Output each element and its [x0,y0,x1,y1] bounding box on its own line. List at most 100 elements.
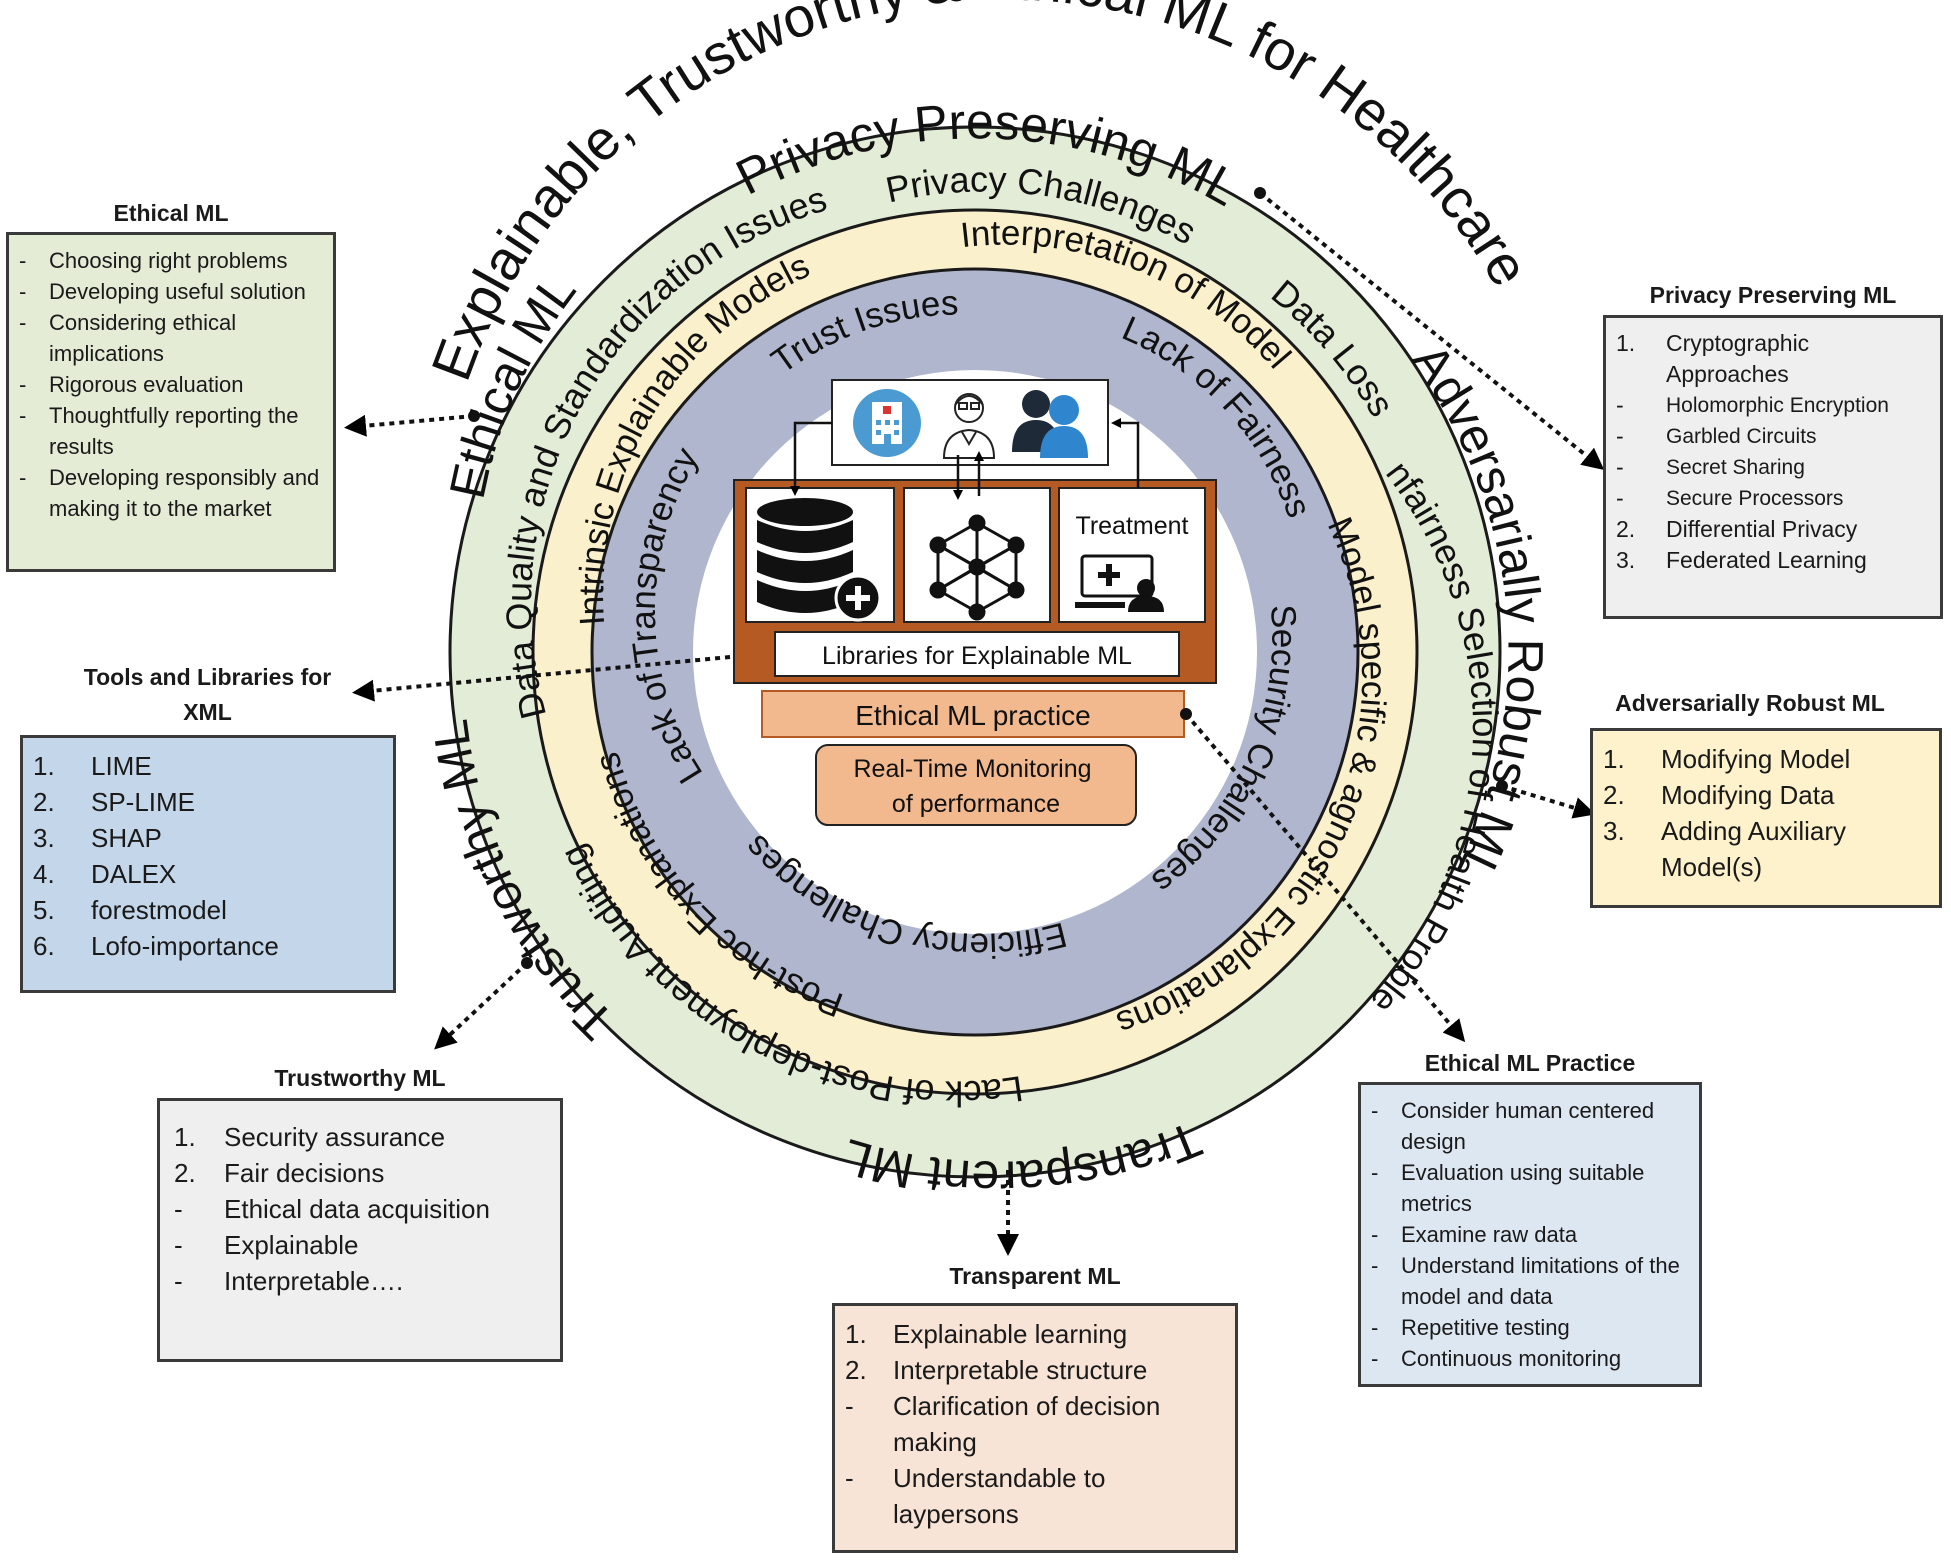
list-marker: 6. [33,931,55,961]
trustworthy-box-title: Trustworthy ML [274,1065,446,1091]
list-marker: - [19,465,27,490]
tools-title-line2: XML [183,699,232,725]
list-marker: - [19,372,27,397]
list-item-text: Secure Processors [1666,487,1844,510]
privacy-list: 1. Cryptographic Approaches-Holomorphic E… [1616,328,1930,576]
list-marker: 1. [845,1319,867,1349]
arrow-privacy [1258,191,1605,471]
list-marker: 2. [845,1355,867,1385]
list-marker: - [19,279,27,304]
list-item: 1.LIME [33,748,383,784]
list-item-text: Considering ethical implications [49,310,237,366]
list-item: 3.SHAP [33,820,383,856]
monitoring-label-line2: of performance [892,790,1060,818]
neural-network-icon [929,514,1025,621]
list-marker: - [19,310,27,335]
list-item: -Evaluation using suitable metrics [1371,1157,1689,1219]
list-marker: - [19,403,27,428]
list-marker: 2. [1616,516,1636,542]
list-marker: - [845,1391,854,1421]
list-item-text: Repetitive testing [1401,1315,1570,1340]
hospital-icon [853,389,921,457]
arrow-practice [1184,712,1466,1043]
list-marker: - [174,1194,183,1224]
list-item-text: Understand limitations of the model and … [1401,1253,1680,1309]
list-item: 5.forestmodel [33,892,383,928]
list-item-text: Continuous monitoring [1401,1346,1622,1371]
list-item: -Secret Sharing [1616,452,1930,483]
list-marker: 2. [174,1158,196,1188]
list-marker: 4. [33,859,55,889]
list-item-text: Cryptographic Approaches [1666,330,1810,387]
list-marker: 5. [33,895,55,925]
list-item-text: Interpretable structure [893,1355,1148,1385]
list-item-text: Interpretable…. [224,1266,404,1296]
practice-box-title: Ethical ML Practice [1424,1050,1636,1076]
central-panel: Treatment Libraries for Explainable ML E… [733,379,1217,826]
list-item: - Explainable [174,1227,546,1263]
list-item: -Consider human centered design [1371,1095,1689,1157]
list-item-text: Security assurance [224,1122,446,1152]
list-marker: - [1616,485,1624,511]
list-marker: 1. [174,1122,196,1152]
list-item: 2. Differential Privacy [1616,514,1930,545]
list-item-text: Differential Privacy [1666,516,1858,542]
list-item: -Considering ethical implications [19,307,323,369]
monitoring-label-line1: Real-Time Monitoring [854,755,1092,783]
list-item: 3.Federated Learning [1616,545,1930,576]
list-item: 2. Interpretable structure [845,1352,1225,1388]
list-item-text: LIME [91,751,152,781]
list-item: -Developing responsibly and making it to… [19,462,323,524]
list-item-text: Explainable [224,1230,359,1260]
list-marker: - [1371,1346,1379,1371]
list-marker: - [1371,1160,1379,1185]
list-marker: - [1616,423,1624,449]
list-item-text: Lofo-importance [91,931,279,961]
libraries-label: Libraries for Explainable ML [822,642,1132,670]
list-marker: - [1371,1222,1379,1247]
list-item: 1. Security assurance [174,1119,546,1155]
list-item: 1.Modifying Model [1603,741,1929,777]
list-item: -Understandable to laypersons [845,1460,1225,1532]
list-item-text: Federated Learning [1666,547,1867,573]
list-item: -Understand limitations of the model and… [1371,1250,1689,1312]
adversarial-box-title: Adversarially Robust ML [1615,690,1885,716]
list-item: - Garbled Circuits [1616,421,1930,452]
list-marker: 1. [1616,330,1636,356]
list-item-text: Rigorous evaluation [49,372,244,397]
list-marker: - [174,1266,183,1296]
list-item: 3. Adding Auxiliary Model(s) [1603,813,1929,885]
list-item: 4.DALEX [33,856,383,892]
tools-title-line1: Tools and Libraries for [83,664,332,690]
list-marker: 2. [33,787,55,817]
arrow-trustworthy [434,961,529,1050]
list-item-text: Thoughtfully reporting the results [49,403,299,459]
ethical-list: -Choosing right problems-Developing usef… [19,245,323,524]
list-item: -Clarification of decision making [845,1388,1225,1460]
list-item: -Holomorphic Encryption [1616,390,1930,421]
libraries-bar [774,631,1180,677]
list-item-text: SHAP [91,823,162,853]
list-item: 1. Cryptographic Approaches [1616,328,1930,390]
list-item-text: Adding Auxiliary Model(s) [1661,816,1846,882]
list-item-text: Fair decisions [224,1158,385,1188]
list-marker: - [845,1463,854,1493]
list-item: -Thoughtfully reporting the results [19,400,323,462]
list-marker: 1. [1603,744,1625,774]
list-marker: - [174,1230,183,1260]
list-marker: 3. [1603,816,1625,846]
list-item: -Continuous monitoring [1371,1343,1689,1374]
list-item: - Secure Processors [1616,483,1930,514]
list-marker: - [19,248,27,273]
list-item: -Repetitive testing [1371,1312,1689,1343]
list-item: -Choosing right problems [19,245,323,276]
list-item: 2.Modifying Data [1603,777,1929,813]
privacy-box-title: Privacy Preserving ML [1649,282,1897,308]
list-item-text: Consider human centered design [1401,1098,1655,1154]
list-item-text: Garbled Circuits [1666,425,1817,448]
list-marker: - [1371,1315,1379,1340]
